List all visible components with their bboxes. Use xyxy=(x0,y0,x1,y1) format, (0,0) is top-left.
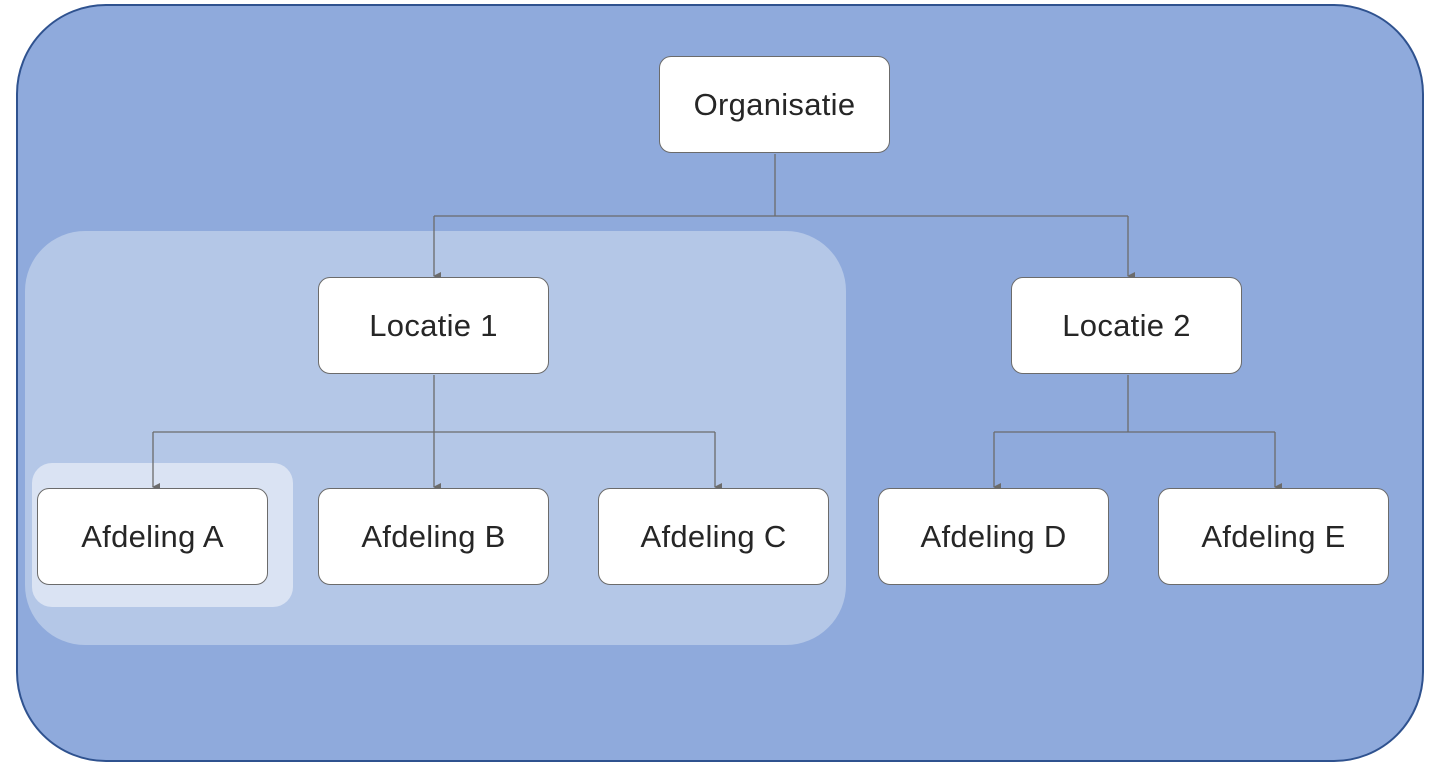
afdeling-e-node[interactable]: Afdeling E xyxy=(1158,488,1389,585)
locatie-1-node[interactable]: Locatie 1 xyxy=(318,277,549,374)
organisatie-node[interactable]: Organisatie xyxy=(659,56,890,153)
locatie-2-node[interactable]: Locatie 2 xyxy=(1011,277,1242,374)
afdeling-a-node[interactable]: Afdeling A xyxy=(37,488,268,585)
afdeling-b-node[interactable]: Afdeling B xyxy=(318,488,549,585)
afdeling-c-node[interactable]: Afdeling C xyxy=(598,488,829,585)
afdeling-d-node[interactable]: Afdeling D xyxy=(878,488,1109,585)
